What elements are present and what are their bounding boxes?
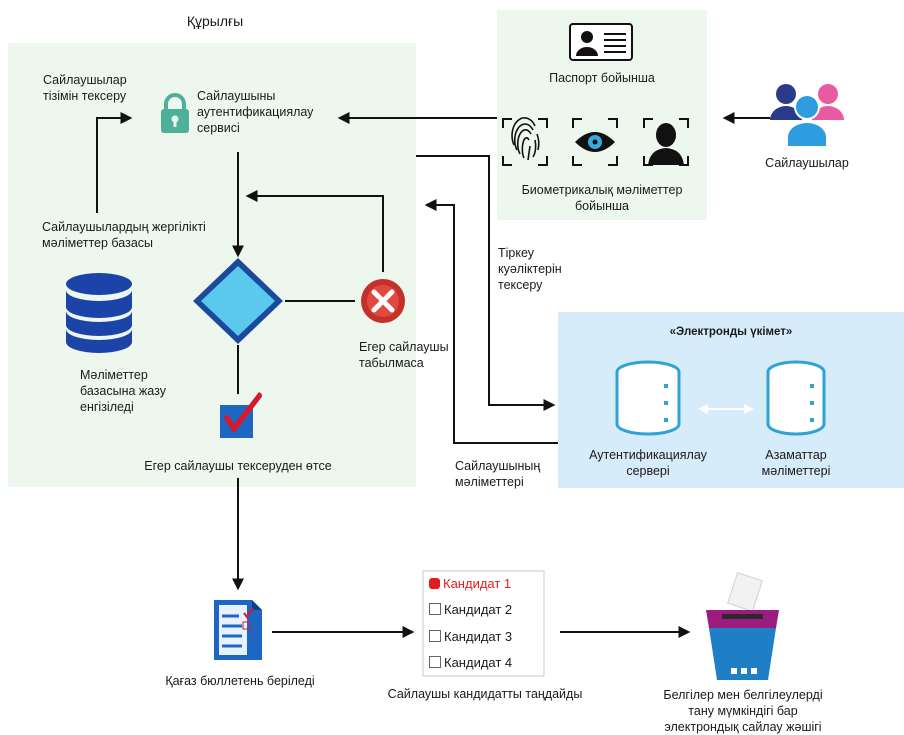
not-found-label: Егер сайлаушы табылмаса <box>359 340 449 370</box>
candidate-item[interactable]: Кандидат 3 <box>429 629 512 645</box>
candidate-item[interactable]: Кандидат 4 <box>429 655 512 671</box>
paper-ballot-icon <box>214 600 262 660</box>
by-passport-label: Паспорт бойынша <box>549 71 655 85</box>
by-biometric-label: Биометрикалық мәліметтер бойынша <box>521 183 683 213</box>
eye-icon <box>572 118 618 166</box>
checkbox[interactable] <box>429 630 441 642</box>
auth-server-icon <box>615 360 681 436</box>
egov-title: «Электронды үкімет» <box>669 326 793 338</box>
ballot-box-label: Белгілер мен белгілеулерді тану мүмкінді… <box>663 688 823 734</box>
candidate-label: Кандидат 3 <box>444 629 513 644</box>
local-db-label: Сайлаушылардың жергілікті мәліметтер баз… <box>42 220 206 250</box>
candidate-label: Кандидат 4 <box>444 655 513 670</box>
checkmark-icon <box>220 392 262 438</box>
voters-label: Сайлаушылар <box>765 156 849 170</box>
candidate-label: Кандидат 2 <box>444 602 513 617</box>
candidate-item[interactable]: Кандидат 1 <box>429 576 511 592</box>
voter-list-check-label: Сайлаушылар тізімін тексеру <box>43 73 127 103</box>
id-card-icon <box>569 23 633 61</box>
face-id-icon <box>643 118 689 166</box>
lock-icon <box>161 93 189 133</box>
ballot-box-icon <box>706 572 779 680</box>
voter-data-label: Сайлаушының мәліметтері <box>455 459 541 489</box>
device-title: Құрылғы <box>186 13 244 29</box>
checkbox[interactable] <box>429 603 441 615</box>
connectors <box>96 112 770 638</box>
candidate-list-frame <box>422 570 545 677</box>
candidate-label: Кандидат 1 <box>443 576 512 591</box>
candidate-item[interactable]: Кандидат 2 <box>429 602 512 618</box>
auth-server-label: Аутентификациялау сервері <box>589 448 707 478</box>
fingerprint-icon <box>502 117 548 166</box>
selected-checkbox[interactable] <box>429 578 440 589</box>
auth-service-label: Сайлаушыны аутентификациялау сервисі <box>197 89 314 135</box>
checkbox[interactable] <box>429 656 441 668</box>
not-found-x-icon <box>361 279 405 323</box>
citizens-db-icon <box>766 360 826 436</box>
database-icon <box>66 273 132 353</box>
check-credentials-label: Тіркеу куәліктерін тексеру <box>498 246 562 292</box>
voters-icon <box>770 84 844 146</box>
paper-ballot-label: Қағаз бюллетень беріледі <box>165 674 315 688</box>
decision-diamond-icon <box>193 258 283 344</box>
voter-chooses-label: Сайлаушы кандидатты таңдайды <box>387 687 583 701</box>
db-write-label: Мәліметтер базасына жазу енгізіледі <box>80 368 166 414</box>
citizens-data-label: Азаматтар мәліметтері <box>761 448 831 478</box>
passed-label: Егер сайлаушы тексеруден өтсе <box>144 459 332 473</box>
